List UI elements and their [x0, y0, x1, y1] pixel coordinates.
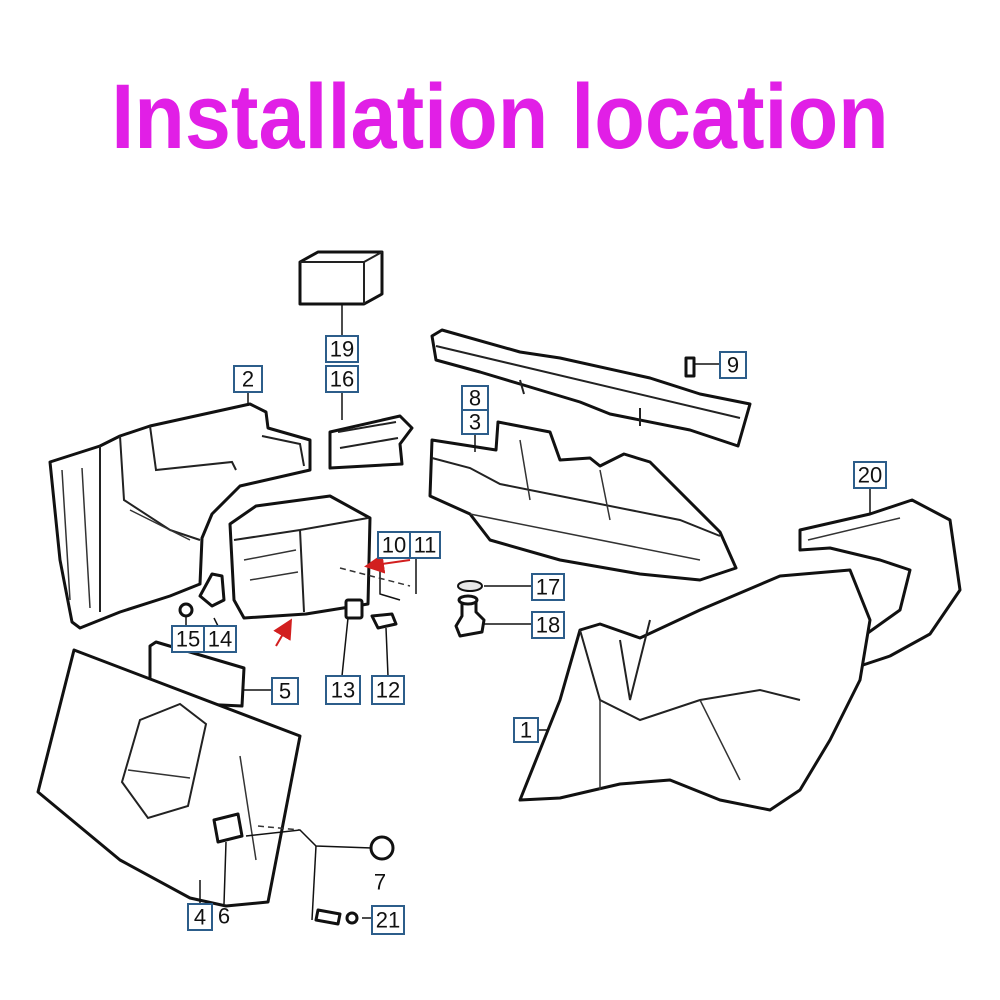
- svg-text:15: 15: [176, 627, 200, 652]
- svg-text:12: 12: [376, 678, 400, 703]
- label-6: 6: [218, 904, 230, 929]
- right-side-trim-part: [518, 568, 872, 812]
- svg-text:5: 5: [279, 679, 291, 704]
- red-arrows: [273, 553, 411, 647]
- bracket-part: [198, 572, 226, 608]
- small-trim-panel-part: [328, 414, 414, 470]
- left-side-trim-part: [48, 402, 312, 630]
- svg-text:19: 19: [330, 337, 354, 362]
- svg-text:4: 4: [194, 905, 206, 930]
- label-13: 13: [325, 675, 361, 705]
- foam-block-part: [298, 250, 384, 306]
- svg-text:1: 1: [520, 718, 532, 743]
- svg-text:13: 13: [331, 678, 355, 703]
- bolt-part: [314, 908, 359, 926]
- svg-text:3: 3: [469, 410, 481, 435]
- plug-part: [454, 594, 486, 638]
- svg-text:17: 17: [536, 575, 560, 600]
- svg-text:2: 2: [242, 367, 254, 392]
- label-8: 8: [461, 385, 489, 411]
- svg-text:9: 9: [727, 353, 739, 378]
- leader-lines: [185, 304, 871, 921]
- pin-part: [178, 602, 194, 618]
- label-9: 9: [719, 351, 747, 379]
- label-1: 1: [513, 717, 539, 743]
- label-10: 10: [377, 531, 411, 559]
- label-3: 3: [461, 409, 489, 435]
- clip-part: [344, 598, 364, 620]
- latch-part: [212, 812, 244, 844]
- rear-center-panel-part: [428, 420, 738, 582]
- label-4: 4: [187, 903, 213, 931]
- label-21: 21: [371, 905, 405, 935]
- svg-text:11: 11: [414, 533, 437, 558]
- storage-box-part: [228, 494, 372, 620]
- washer-part: [457, 580, 483, 592]
- label-5: 5: [271, 677, 299, 705]
- page-title: Installation location: [111, 66, 889, 168]
- label-20: 20: [853, 461, 887, 489]
- label-15: 15: [171, 625, 205, 653]
- label-7: 7: [374, 870, 386, 895]
- svg-text:18: 18: [536, 613, 560, 638]
- svg-text:14: 14: [208, 627, 232, 652]
- label-14: 14: [203, 625, 237, 653]
- label-18: 18: [531, 611, 565, 639]
- trunk-panel-part: [36, 648, 302, 908]
- label-17: 17: [531, 573, 565, 601]
- screw-part: [370, 612, 398, 630]
- button-cap-part: [369, 835, 395, 861]
- upper-rear-rail-part: [430, 328, 752, 448]
- svg-text:16: 16: [330, 367, 354, 392]
- label-11: 11: [409, 531, 441, 559]
- label-2: 2: [233, 365, 263, 393]
- svg-text:20: 20: [858, 463, 882, 488]
- svg-text:10: 10: [382, 533, 406, 558]
- label-16: 16: [325, 365, 359, 393]
- label-12: 12: [371, 675, 405, 705]
- fastener-9-part: [684, 356, 696, 378]
- label-19: 19: [325, 335, 359, 363]
- svg-text:8: 8: [469, 386, 481, 411]
- svg-text:21: 21: [376, 908, 400, 933]
